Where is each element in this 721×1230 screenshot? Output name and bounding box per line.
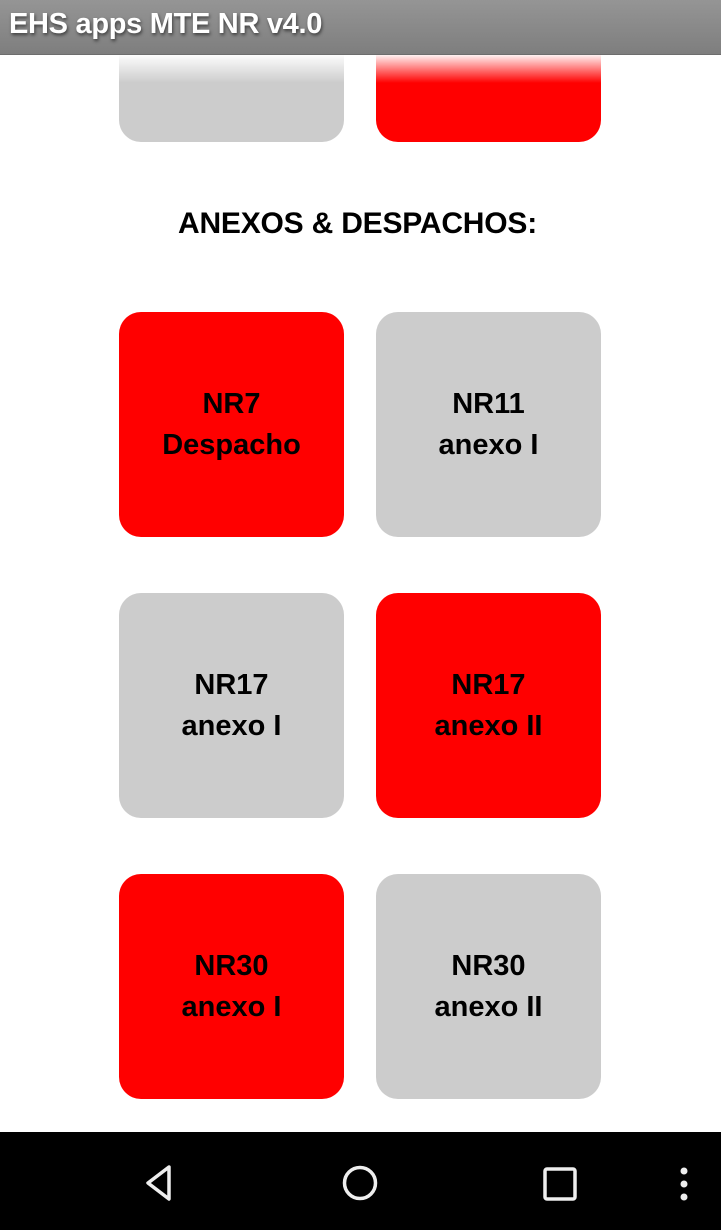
tile-subtitle: anexo II (434, 709, 543, 742)
app-title-bar: EHS apps MTE NR v4.0 (0, 0, 721, 55)
tile-nr17-anexo-ii[interactable]: NR17 anexo II (376, 593, 601, 818)
tile-title: NR17 (451, 668, 526, 701)
recents-button[interactable] (535, 1158, 585, 1208)
home-button[interactable] (335, 1158, 385, 1208)
tile-subtitle: anexo I (181, 990, 282, 1023)
app-title: EHS apps MTE NR v4.0 (9, 8, 323, 40)
tile-nr7-despacho[interactable]: NR7 Despacho (119, 312, 344, 537)
tile-nr30-anexo-ii[interactable]: NR30 anexo II (376, 874, 601, 1099)
overflow-menu-button[interactable] (655, 1158, 705, 1208)
recents-icon (543, 1167, 577, 1201)
tile-nr17-anexo-i[interactable]: NR17 anexo I (119, 593, 344, 818)
tile-subtitle: anexo I (438, 428, 539, 461)
tile-nr30-anexo-i[interactable]: NR30 anexo I (119, 874, 344, 1099)
partial-tile-left[interactable] (119, 55, 344, 142)
tile-title: NR30 (451, 949, 526, 982)
tile-title: NR7 (202, 387, 261, 420)
back-icon (146, 1165, 171, 1201)
tile-subtitle: anexo II (434, 990, 543, 1023)
tile-title: NR30 (194, 949, 269, 982)
tile-subtitle: Despacho (162, 428, 301, 461)
tile-title: NR11 (452, 387, 525, 420)
section-heading: ANEXOS & DESPACHOS: (177, 207, 538, 240)
scroll-content[interactable]: ANEXOS & DESPACHOS: NR7 Despacho NR11 an… (0, 55, 721, 1132)
menu-icon (680, 1167, 688, 1201)
tile-title: NR17 (194, 668, 269, 701)
tile-subtitle: anexo I (181, 709, 282, 742)
back-button[interactable] (135, 1158, 185, 1208)
home-icon (342, 1165, 378, 1201)
tile-nr11-anexo-i[interactable]: NR11 anexo I (376, 312, 601, 537)
scroll-fade-edge (0, 55, 721, 83)
system-nav-bar (0, 1132, 721, 1230)
partial-tile-right[interactable] (376, 55, 601, 142)
